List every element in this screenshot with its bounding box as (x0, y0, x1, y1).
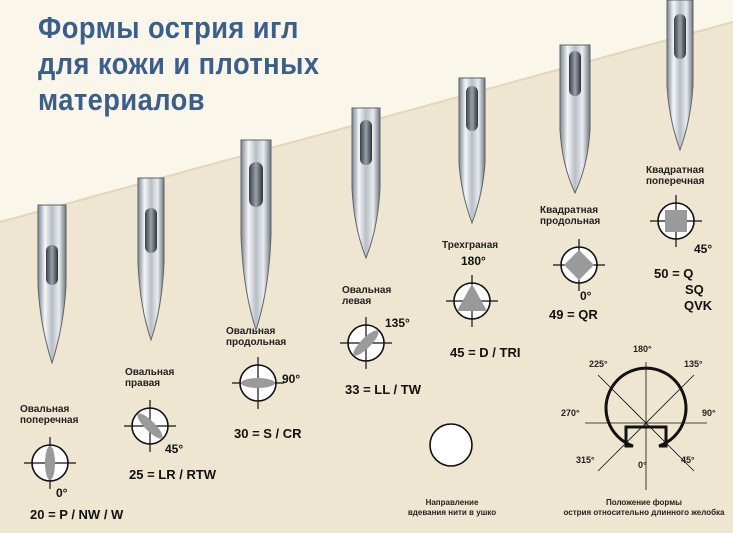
code-square-transverse-3: QVK (684, 298, 713, 313)
label-triangle: Трехграная (442, 240, 499, 251)
section-triangle (446, 275, 498, 327)
angle-oval-longitudinal: 90° (282, 372, 301, 386)
pos-angle-45: 45° (681, 455, 695, 465)
pos-angle-315: 315° (576, 455, 595, 465)
needle-2 (137, 177, 165, 342)
angle-oval-right: 45° (165, 442, 184, 456)
code-oval-transverse: 20 = P / NW / W (30, 507, 124, 522)
pos-angle-135: 135° (684, 359, 703, 369)
code-square-transverse-1: 50 = Q (654, 266, 694, 281)
code-oval-longitudinal: 30 = S / CR (234, 426, 302, 441)
needle-6 (559, 44, 591, 195)
section-oval-right (124, 400, 176, 452)
pos-angle-270: 270° (561, 408, 580, 418)
code-square-transverse-2: SQ (685, 282, 704, 297)
code-triangle: 45 = D / TRI (450, 345, 521, 360)
angle-triangle: 180° (461, 254, 486, 268)
section-square-longitudinal (553, 239, 605, 291)
needle-7 (666, 0, 694, 152)
pos-angle-180: 180° (633, 344, 652, 354)
thread-direction-circle (429, 423, 473, 467)
angle-oval-transverse: 0° (56, 486, 68, 500)
position-diagram (585, 362, 707, 490)
pos-angle-0: 0° (638, 460, 647, 470)
angle-oval-left: 135° (385, 316, 410, 330)
page-title: Формы острия игл для кожи и плотных мате… (38, 10, 319, 118)
title-line-1: Формы острия игл (38, 10, 299, 45)
title-line-2: для кожи и плотных (38, 46, 320, 81)
code-square-longitudinal: 49 = QR (549, 307, 598, 322)
needle-1 (37, 204, 67, 365)
needle-5 (458, 77, 486, 225)
angle-square-transverse: 45° (694, 242, 713, 256)
section-oval-transverse (24, 437, 76, 489)
section-oval-longitudinal (232, 357, 284, 409)
angle-square-longitudinal: 0° (580, 289, 592, 303)
section-square-transverse (650, 195, 702, 247)
code-oval-right: 25 = LR / RTW (129, 467, 217, 482)
needle-3 (240, 139, 272, 332)
pos-angle-225: 225° (589, 359, 608, 369)
code-oval-left: 33 = LL / TW (345, 382, 421, 397)
needle-4 (351, 107, 381, 260)
pos-angle-90: 90° (702, 408, 716, 418)
title-line-3: материалов (38, 82, 205, 117)
section-oval-left (340, 317, 392, 369)
